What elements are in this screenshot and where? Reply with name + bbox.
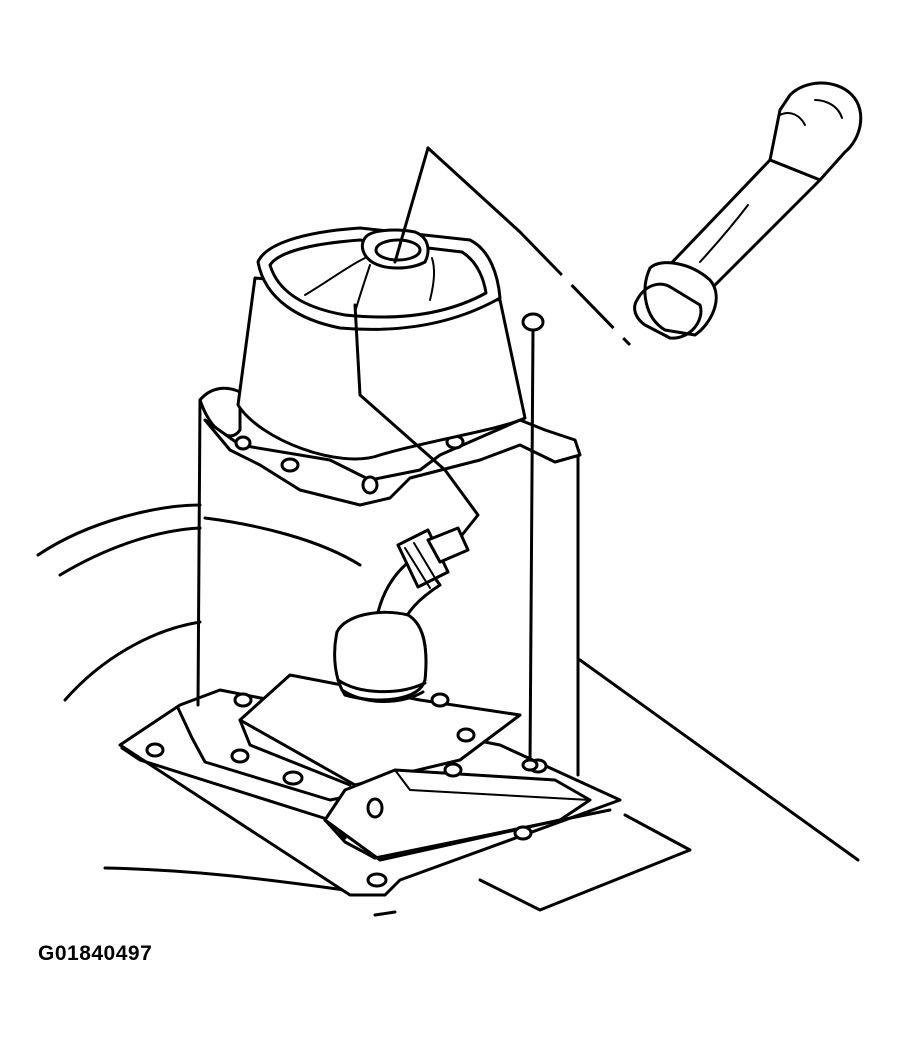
bolt-hole (456, 727, 476, 743)
bolt-hole (233, 692, 253, 708)
shift-lever-stub (333, 526, 470, 703)
leader-line (353, 146, 632, 537)
retainer-hole (361, 475, 379, 495)
shift-boot (236, 226, 527, 461)
bolt-hole (282, 770, 304, 786)
retainer-hole (280, 457, 300, 473)
retainer-hole (234, 435, 252, 451)
bolt-hole (366, 872, 388, 888)
bolt-hole (443, 762, 463, 778)
bolt-hole (430, 692, 450, 708)
bolt-hole (145, 742, 165, 758)
bolt-hole (230, 748, 250, 764)
shift-knob (633, 81, 863, 340)
retaining-screw (521, 312, 545, 772)
screw-icon (521, 312, 545, 332)
shifter-base-plate (118, 673, 622, 897)
bolt-hole (513, 825, 533, 841)
bolt-hole (366, 797, 384, 819)
figure-code: G01840497 (38, 942, 153, 965)
floor-contours (36, 503, 860, 917)
shifter-boot-retainer (196, 386, 582, 777)
